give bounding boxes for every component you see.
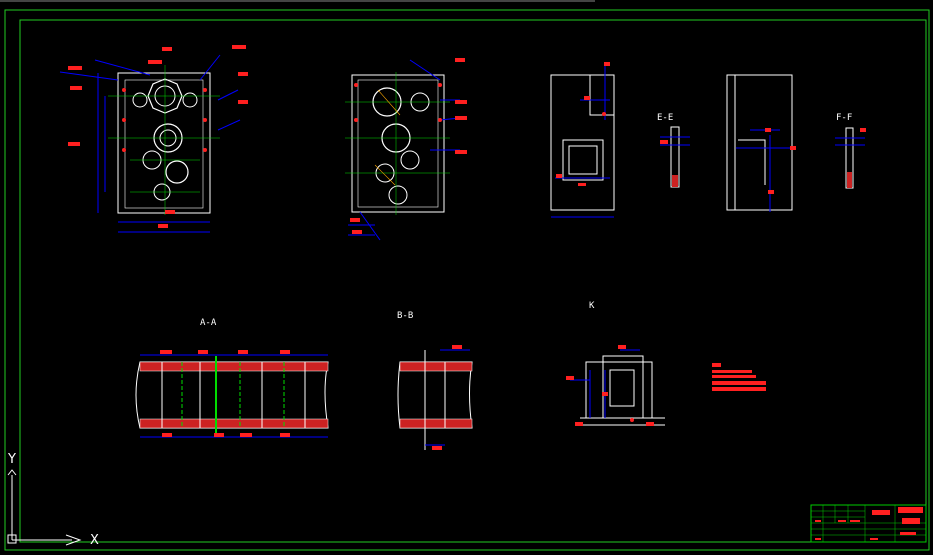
inner-frame <box>19 19 927 543</box>
detail-k-label: K <box>589 301 595 311</box>
section-aa-label: A-A <box>200 318 217 328</box>
section-aa[interactable]: A-A <box>135 318 329 438</box>
section-ee-label: E-E <box>657 113 673 123</box>
side-view-left[interactable] <box>550 62 615 218</box>
ucs-icon: Y X <box>7 452 99 548</box>
rear-view[interactable] <box>345 58 467 241</box>
section-ee[interactable]: E-E <box>657 113 690 188</box>
title-block[interactable] <box>810 504 927 543</box>
section-bb-label: B-B <box>397 311 413 321</box>
ucs-y-label: Y <box>7 452 16 467</box>
section-ff-label: F-F <box>836 113 852 123</box>
detail-k[interactable]: K <box>566 301 665 426</box>
section-bb[interactable]: B-B <box>397 311 473 450</box>
front-view[interactable] <box>59 45 248 233</box>
side-view-right[interactable] <box>726 74 796 212</box>
section-ff[interactable]: F-F <box>835 113 866 189</box>
technical-notes <box>712 363 766 391</box>
outer-frame <box>4 9 930 551</box>
ucs-x-label: X <box>90 533 99 548</box>
